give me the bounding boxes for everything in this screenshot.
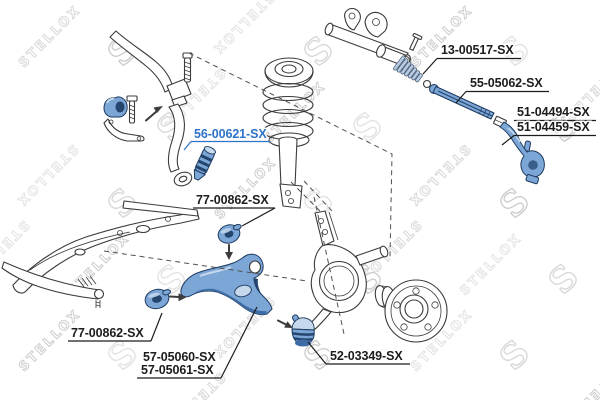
part-number-text[interactable]: 51-04459-SX: [516, 119, 592, 136]
part-label-51-04494-SX[interactable]: 51-04494-SX: [514, 104, 596, 122]
part-number-text[interactable]: 77-00862-SX: [195, 192, 271, 209]
part-number-text[interactable]: 77-00862-SX: [70, 325, 146, 342]
part-number-text[interactable]: 13-00517-SX: [440, 42, 516, 59]
knuckle-drawing: [301, 210, 389, 338]
part-label-77-00862-SX[interactable]: 77-00862-SX: [68, 312, 163, 342]
ball-joint-part[interactable]: [291, 314, 315, 347]
label-leader-line: [307, 341, 327, 365]
bellows-part[interactable]: [393, 55, 426, 85]
stabilizer-bracket-drawing: [103, 118, 145, 142]
label-leader-line: [241, 207, 276, 227]
label-leader-line: [422, 58, 438, 75]
label-leader-line: [150, 312, 163, 342]
part-number-text[interactable]: 55-05062-SX: [469, 75, 545, 92]
part-label-52-03349-SX[interactable]: 52-03349-SX: [307, 341, 410, 365]
part-label-55-05062-SX[interactable]: 55-05062-SX: [455, 75, 549, 104]
part-label-13-00517-SX[interactable]: 13-00517-SX: [422, 42, 521, 75]
part-label-57-05061-SX[interactable]: 57-05061-SX: [137, 306, 258, 379]
part-label-57-05060-SX[interactable]: 57-05060-SX: [142, 349, 218, 366]
assembly-arrow-bushing: [145, 106, 163, 122]
part-number-text[interactable]: 57-05061-SX: [140, 362, 216, 379]
assembly-arrow-ball-joint: [277, 319, 293, 328]
part-number-text[interactable]: 57-05060-SX: [142, 349, 218, 366]
arm-bushing-rear-part[interactable]: [143, 286, 174, 311]
labels-layer: 13-00517-SX 55-05062-SX 51-04494-SX51-0445…: [68, 42, 596, 379]
part-label-56-00621-SX[interactable]: 56-00621-SX: [183, 126, 270, 151]
subframe-drawing: [1, 200, 200, 308]
inner-tie-rod-part[interactable]: [429, 84, 495, 120]
bracket-bolt-drawing: [126, 95, 138, 124]
label-leader-line: [501, 135, 515, 146]
part-label-51-04459-SX[interactable]: 51-04459-SX: [501, 119, 596, 146]
stabilizer-bar-drawing: [109, 30, 193, 187]
control-arm-part[interactable]: [180, 253, 273, 316]
arm-bushing-front-part[interactable]: [216, 221, 245, 246]
strut-assembly-drawing: [262, 57, 314, 209]
wheel-hub-drawing: [374, 279, 448, 343]
construction-lines: [103, 52, 393, 335]
part-number-text[interactable]: 52-03349-SX: [329, 348, 405, 365]
rack-joint-drawing: [422, 79, 432, 89]
part-number-text[interactable]: 51-04494-SX: [516, 104, 592, 121]
stabilizer-bushing-part[interactable]: [103, 96, 128, 118]
tie-rod-end-part[interactable]: [499, 121, 545, 185]
label-leader-line: [183, 141, 192, 151]
assembly-arrow-rear-bushing: [169, 293, 187, 302]
assembly-arrow-front-bushing: [225, 244, 233, 260]
part-label-77-00862-SX[interactable]: 77-00862-SX: [193, 192, 276, 227]
link-bolt-drawing: [182, 52, 193, 83]
part-number-text[interactable]: 56-00621-SX: [193, 126, 269, 143]
label-leader-line: [220, 306, 258, 379]
label-leader-line: [455, 91, 467, 104]
link-bushing-part[interactable]: [191, 145, 217, 182]
